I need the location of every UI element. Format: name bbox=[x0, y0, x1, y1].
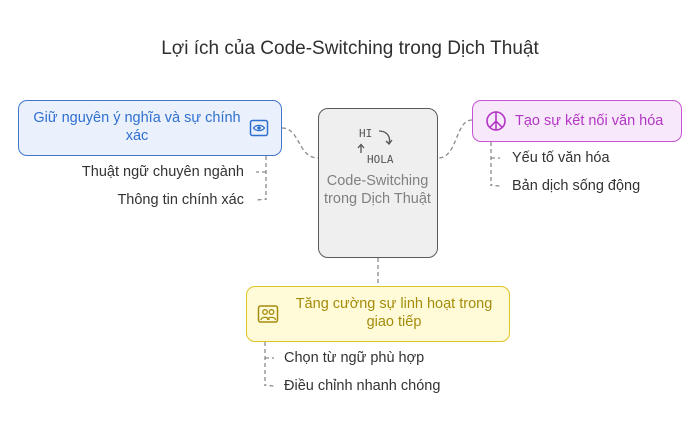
branch-meaning-accuracy: Giữ nguyên ý nghĩa và sự chính xác bbox=[18, 100, 282, 156]
peace-icon bbox=[486, 111, 506, 131]
svg-text:HI: HI bbox=[359, 127, 372, 140]
right-item-1: Yếu tố văn hóa bbox=[512, 150, 610, 166]
svg-text:HOLA: HOLA bbox=[367, 153, 394, 166]
bottom-item-2: Điều chỉnh nhanh chóng bbox=[284, 378, 441, 394]
center-node: HI HOLA Code-Switching trong Dịch Thuật bbox=[318, 108, 438, 258]
eye-icon bbox=[249, 119, 269, 137]
hi-hola-translate-icon: HI HOLA bbox=[357, 127, 394, 166]
connector-bottom-sub bbox=[264, 342, 275, 387]
left-item-1: Thuật ngữ chuyên ngành bbox=[81, 164, 244, 180]
diagram-title: Lợi ích của Code-Switching trong Dịch Th… bbox=[161, 38, 539, 59]
branch-communication-flexibility-label: Tăng cường sự linh hoạt trong giao tiếp bbox=[295, 296, 493, 330]
connector-left-sub bbox=[255, 156, 267, 201]
center-node-label: Code-Switching trong Dịch Thuật bbox=[324, 173, 431, 207]
connector-right bbox=[437, 119, 473, 159]
branch-cultural-connection-label: Tạo sự kết nối văn hóa bbox=[515, 113, 664, 129]
branch-meaning-accuracy-label: Giữ nguyên ý nghĩa và sự chính xác bbox=[33, 110, 241, 144]
people-icon bbox=[257, 305, 279, 323]
branch-cultural-connection: Tạo sự kết nối văn hóa bbox=[472, 100, 682, 142]
left-item-2: Thông tin chính xác bbox=[117, 192, 244, 208]
right-item-2: Bản dịch sống động bbox=[512, 178, 641, 194]
branch-communication-flexibility: Tăng cường sự linh hoạt trong giao tiếp bbox=[246, 286, 510, 342]
connector-right-sub bbox=[490, 142, 501, 187]
connector-left bbox=[281, 127, 319, 159]
bottom-item-1: Chọn từ ngữ phù hợp bbox=[284, 350, 425, 366]
